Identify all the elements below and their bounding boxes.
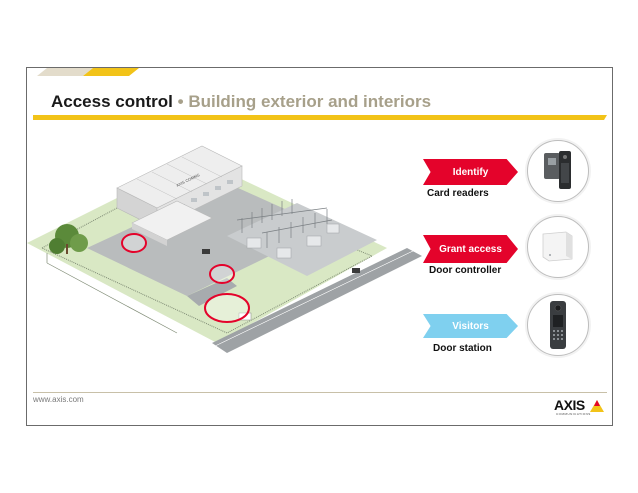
door-station-device [527, 294, 589, 356]
logo-text: AXIS [554, 397, 585, 413]
logo-subtitle: COMMUNICATIONS [556, 412, 591, 416]
door-controller-device [527, 216, 589, 278]
visitors-tag: Visitors [423, 314, 518, 338]
title-separator: • [177, 92, 184, 111]
card-reader-device [527, 140, 589, 202]
header-tab-yellow [83, 68, 139, 76]
title-underline [33, 115, 607, 120]
title-subtitle: Building exterior and interiors [188, 92, 432, 111]
parking-lot [87, 183, 327, 296]
footer-url: www.axis.com [33, 395, 84, 404]
door-controller-label: Door controller [429, 265, 502, 276]
substation-yard [227, 203, 377, 276]
axis-logo: AXIS COMMUNICATIONS [554, 397, 604, 416]
slide: Access control • Building exterior and i… [26, 67, 613, 426]
door-station-icon [550, 301, 566, 349]
header-tab-beige [37, 68, 93, 76]
card-reader-icon [544, 151, 571, 189]
door-station-label: Door station [433, 343, 492, 354]
logo-triangle-icon [590, 400, 604, 412]
highlight-markers [121, 233, 250, 323]
site-map-illustration: AXIS COMMS [27, 145, 422, 353]
footer-divider [33, 392, 607, 393]
substation-equipment [236, 199, 333, 248]
card-readers-label: Card readers [427, 188, 489, 199]
door-controller-icon [542, 231, 573, 262]
identify-tag: Identify [423, 159, 518, 185]
grant-access-tag: Grant access [423, 235, 518, 263]
page-title: Access control • Building exterior and i… [51, 92, 431, 112]
road-main [212, 248, 422, 353]
main-building: AXIS COMMS [116, 145, 243, 246]
title-main: Access control [51, 92, 173, 111]
trees [49, 224, 88, 254]
